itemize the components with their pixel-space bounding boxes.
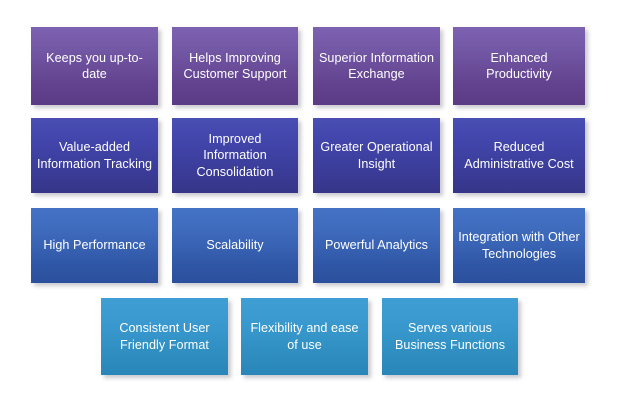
- tile-row1-2[interactable]: Helps Improving Customer Support: [172, 27, 298, 105]
- tile-label: Consistent User Friendly Format: [119, 321, 210, 352]
- tile-row3-4[interactable]: Integration with Other Technologies: [453, 208, 585, 283]
- tile-label: Improved Information Consolidation: [196, 131, 274, 179]
- tile-label: Flexibility and ease of use: [250, 321, 359, 352]
- tile-label: Helps Improving Customer Support: [183, 50, 287, 82]
- tile-label: Superior Information Exchange: [318, 50, 435, 82]
- tile-label: Powerful Analytics: [324, 238, 429, 253]
- tile-row4-3[interactable]: Serves various Business Functions: [382, 298, 518, 375]
- tile-label: Integration with Other Technologies: [458, 230, 580, 261]
- tile-row1-4[interactable]: Enhanced Productivity: [453, 27, 585, 105]
- tile-row2-2[interactable]: Improved Information Consolidation: [172, 118, 298, 193]
- tile-row2-3[interactable]: Greater Operational Insight: [313, 118, 440, 193]
- tile-row3-1[interactable]: High Performance: [31, 208, 158, 283]
- tile-label: Scalability: [206, 238, 264, 253]
- tile-row1-1[interactable]: Keeps you up-to-date: [31, 27, 158, 105]
- tile-row3-3[interactable]: Powerful Analytics: [313, 208, 440, 283]
- tile-label: Value-added Information Tracking: [36, 140, 153, 171]
- tile-label: Serves various Business Functions: [394, 321, 506, 352]
- tile-label: Keeps you up-to-date: [46, 50, 143, 82]
- tile-label: Reduced Administrative Cost: [464, 140, 574, 171]
- tile-label: Greater Operational Insight: [320, 140, 433, 171]
- tile-row4-1[interactable]: Consistent User Friendly Format: [101, 298, 228, 375]
- tile-row1-3[interactable]: Superior Information Exchange: [313, 27, 440, 105]
- tile-row2-1[interactable]: Value-added Information Tracking: [31, 118, 158, 193]
- tile-row3-2[interactable]: Scalability: [172, 208, 298, 283]
- tile-label: Enhanced Productivity: [486, 50, 552, 82]
- tile-label: High Performance: [43, 238, 146, 253]
- tile-row4-2[interactable]: Flexibility and ease of use: [241, 298, 368, 375]
- tile-row2-4[interactable]: Reduced Administrative Cost: [453, 118, 585, 193]
